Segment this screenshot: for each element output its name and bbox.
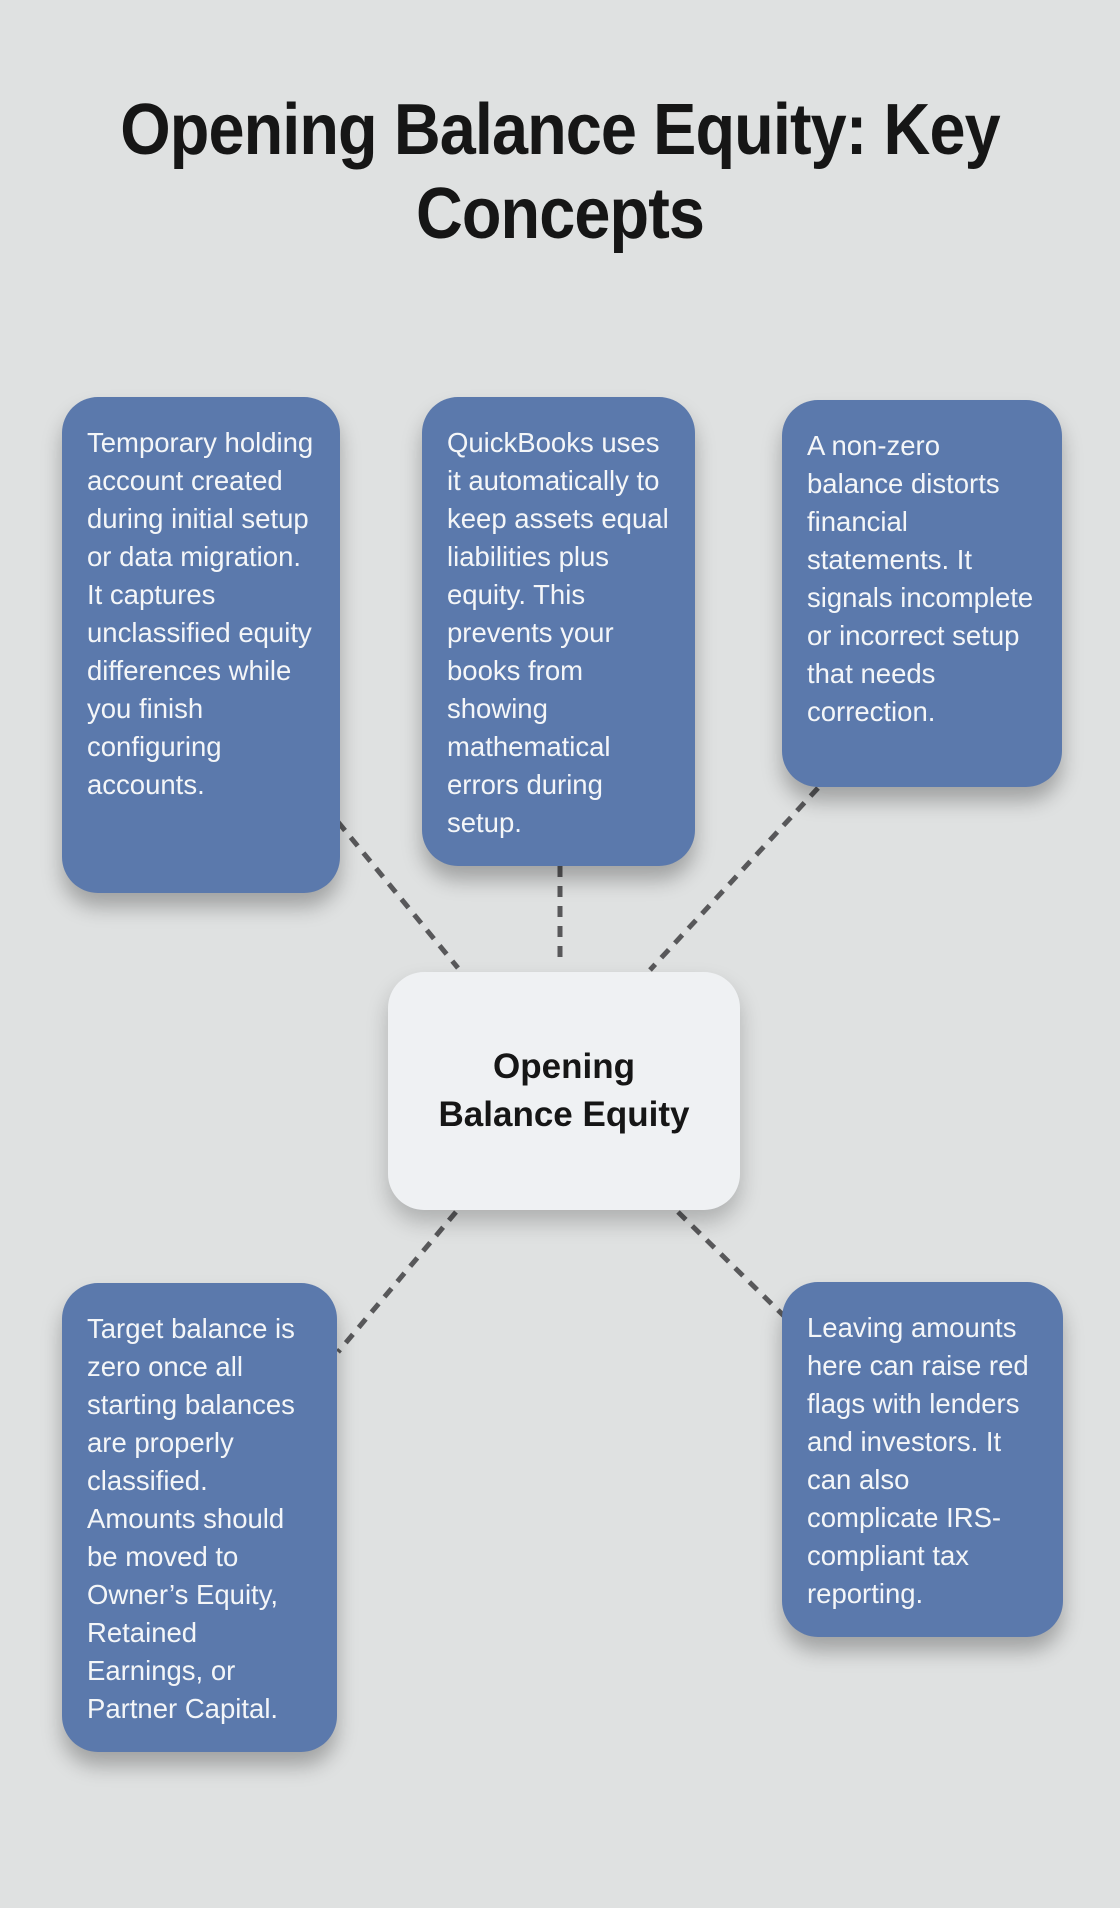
node-definition: Temporary holding account created during… — [62, 397, 340, 893]
center-node-line2: Balance Equity — [438, 1095, 690, 1134]
node-non-zero-balance-text: A non-zero balance distorts financial st… — [807, 430, 1034, 727]
page-title-line1: Opening Balance Equity: Key — [120, 90, 1000, 170]
node-quickbooks-usage-text: QuickBooks uses it automatically to keep… — [447, 427, 669, 838]
connector-top-right — [648, 786, 820, 972]
page-title: Opening Balance Equity: Key Concepts — [56, 88, 1064, 256]
node-reporting-risks: Leaving amounts here can raise red flags… — [782, 1282, 1063, 1637]
connector-bottom-right — [676, 1210, 786, 1318]
node-reporting-risks-text: Leaving amounts here can raise red flags… — [807, 1312, 1029, 1609]
center-node-opening-balance-equity: Opening Balance Equity — [388, 972, 740, 1210]
page-title-line2: Concepts — [415, 174, 705, 254]
node-target-balance: Target balance is zero once all starting… — [62, 1283, 337, 1752]
node-non-zero-balance: A non-zero balance distorts financial st… — [782, 400, 1062, 787]
node-target-balance-text: Target balance is zero once all starting… — [87, 1313, 295, 1724]
connector-bottom-left — [336, 1210, 458, 1354]
node-quickbooks-usage: QuickBooks uses it automatically to keep… — [422, 397, 695, 866]
node-definition-text: Temporary holding account created during… — [87, 427, 314, 800]
center-node-line1: Opening — [493, 1047, 635, 1086]
